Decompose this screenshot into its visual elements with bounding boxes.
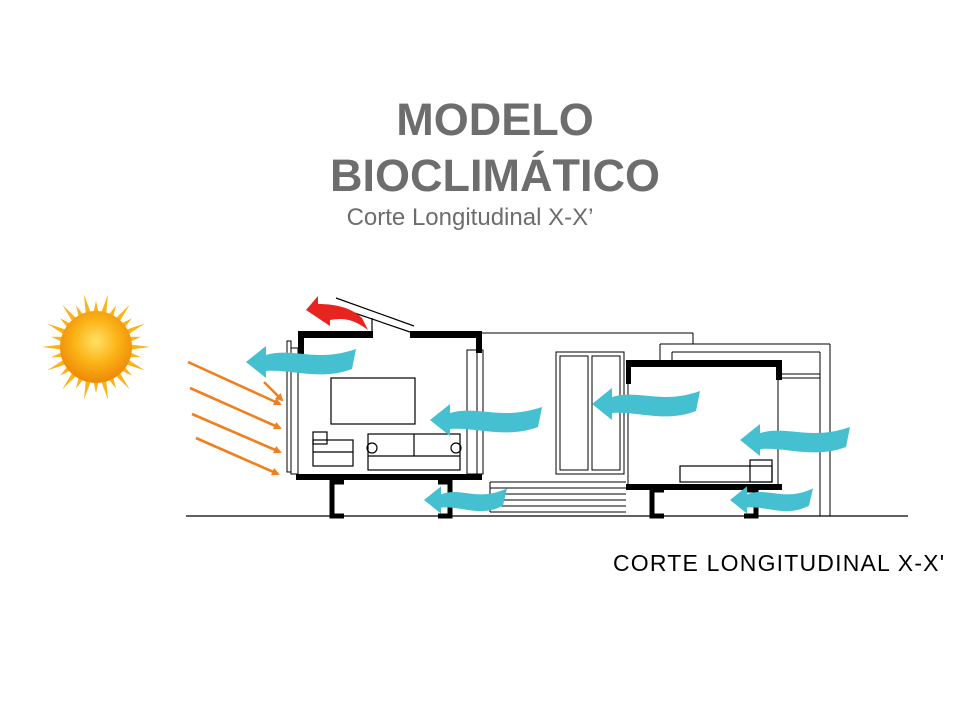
- sun-ray: [51, 351, 64, 358]
- solar-ray-arrow-icon: [195, 436, 280, 476]
- sun-ray: [93, 301, 99, 314]
- sun-ray: [83, 294, 92, 315]
- sun-ray: [62, 371, 77, 390]
- sun-ray: [128, 336, 141, 343]
- sun-ray: [129, 344, 150, 350]
- living-room-volume: [286, 297, 484, 519]
- sun-ray: [47, 323, 67, 335]
- sun-ray: [100, 294, 109, 315]
- cool-air-arrow-icon: [246, 346, 356, 378]
- sun-ray: [125, 323, 145, 335]
- sun-ray: [83, 379, 92, 400]
- sun-ray: [115, 304, 130, 323]
- sun-ray: [62, 304, 77, 323]
- title-line-bioclimatico: BIOCLIMÁTICO: [330, 150, 660, 201]
- solar-ray-arrow-icon: [191, 412, 282, 454]
- sun-ray: [125, 359, 145, 371]
- sun-ray: [47, 359, 67, 371]
- bedroom-volume: [626, 344, 831, 519]
- sun-icon: [42, 294, 150, 400]
- solar-rays: [187, 360, 284, 476]
- cool-air-arrow-icon: [730, 486, 813, 514]
- cool-air-arrow-icon: [592, 388, 700, 420]
- subtitle: Corte Longitudinal X-X’: [346, 204, 594, 231]
- sun-ray: [93, 380, 99, 393]
- cool-air-flows: [246, 346, 850, 514]
- cool-air-arrow-icon: [430, 404, 542, 436]
- terrace: [482, 332, 830, 513]
- sun-ray: [100, 379, 109, 400]
- sun-ray: [115, 371, 130, 390]
- cool-air-arrow-icon: [740, 424, 850, 456]
- sun-ray: [51, 336, 64, 343]
- drawing-caption: CORTE LONGITUDINAL X-X': [613, 550, 946, 576]
- solar-ray-arrow-icon: [187, 360, 282, 406]
- sun-ray: [128, 351, 141, 358]
- solar-ray-arrow-icon: [189, 386, 282, 430]
- cool-air-arrow-icon: [424, 486, 507, 514]
- title-line-modelo: MODELO: [396, 94, 594, 145]
- solar-ray-arrow-icon: [263, 381, 284, 402]
- sun-ray: [42, 344, 63, 350]
- hot-air-arrow-icon: [306, 296, 368, 330]
